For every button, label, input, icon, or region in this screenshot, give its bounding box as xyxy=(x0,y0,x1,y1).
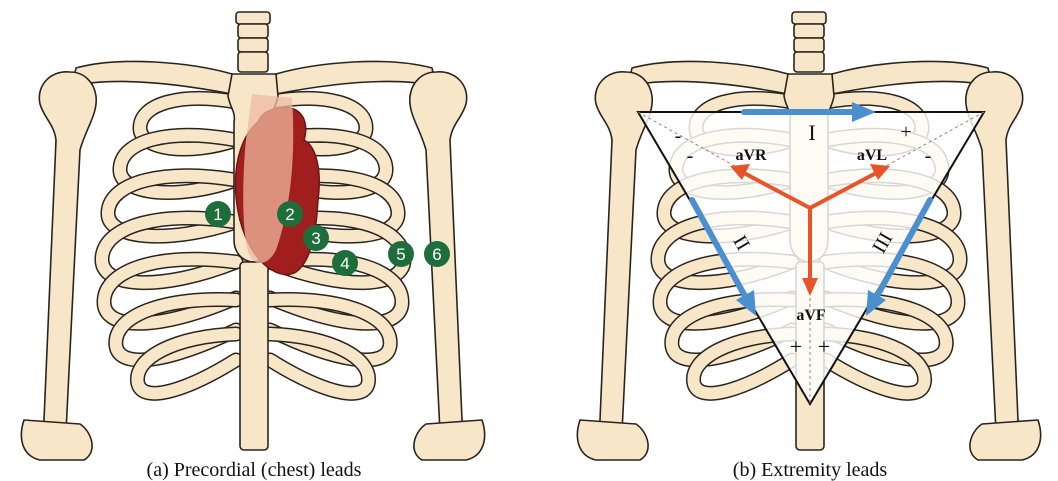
lead-aVR-label: aVR xyxy=(735,147,767,164)
lead-I-label: I xyxy=(808,120,815,145)
electrode-6: 6 xyxy=(424,241,450,267)
svg-text:1: 1 xyxy=(213,205,222,224)
sign-plus-3: + xyxy=(818,334,830,359)
sign-minus-3: - xyxy=(925,145,932,167)
svg-text:3: 3 xyxy=(311,229,320,248)
sign-minus-2: - xyxy=(687,145,694,167)
svg-text:5: 5 xyxy=(396,245,405,264)
electrode-1: 1 xyxy=(205,201,231,227)
sign-plus-2: + xyxy=(790,334,802,359)
svg-text:2: 2 xyxy=(285,205,294,224)
sign-plus-1: + xyxy=(900,121,911,143)
panel-b: I II III aVR aVL aVF - - + - + + (b) Ext… xyxy=(577,12,1040,481)
panel-a: 1 2 3 4 5 6 (a) Precordial (chest) leads xyxy=(21,12,484,481)
electrode-3: 3 xyxy=(303,225,329,251)
lead-aVL-label: aVL xyxy=(857,147,887,164)
caption-a: (a) Precordial (chest) leads xyxy=(147,459,362,481)
electrode-4: 4 xyxy=(332,250,358,276)
lead-aVF-label: aVF xyxy=(796,307,826,324)
sign-minus-1: - xyxy=(675,125,682,147)
svg-text:4: 4 xyxy=(340,254,349,273)
svg-text:6: 6 xyxy=(432,245,441,264)
electrode-5: 5 xyxy=(388,241,414,267)
caption-b: (b) Extremity leads xyxy=(733,459,888,481)
electrode-2: 2 xyxy=(277,201,303,227)
